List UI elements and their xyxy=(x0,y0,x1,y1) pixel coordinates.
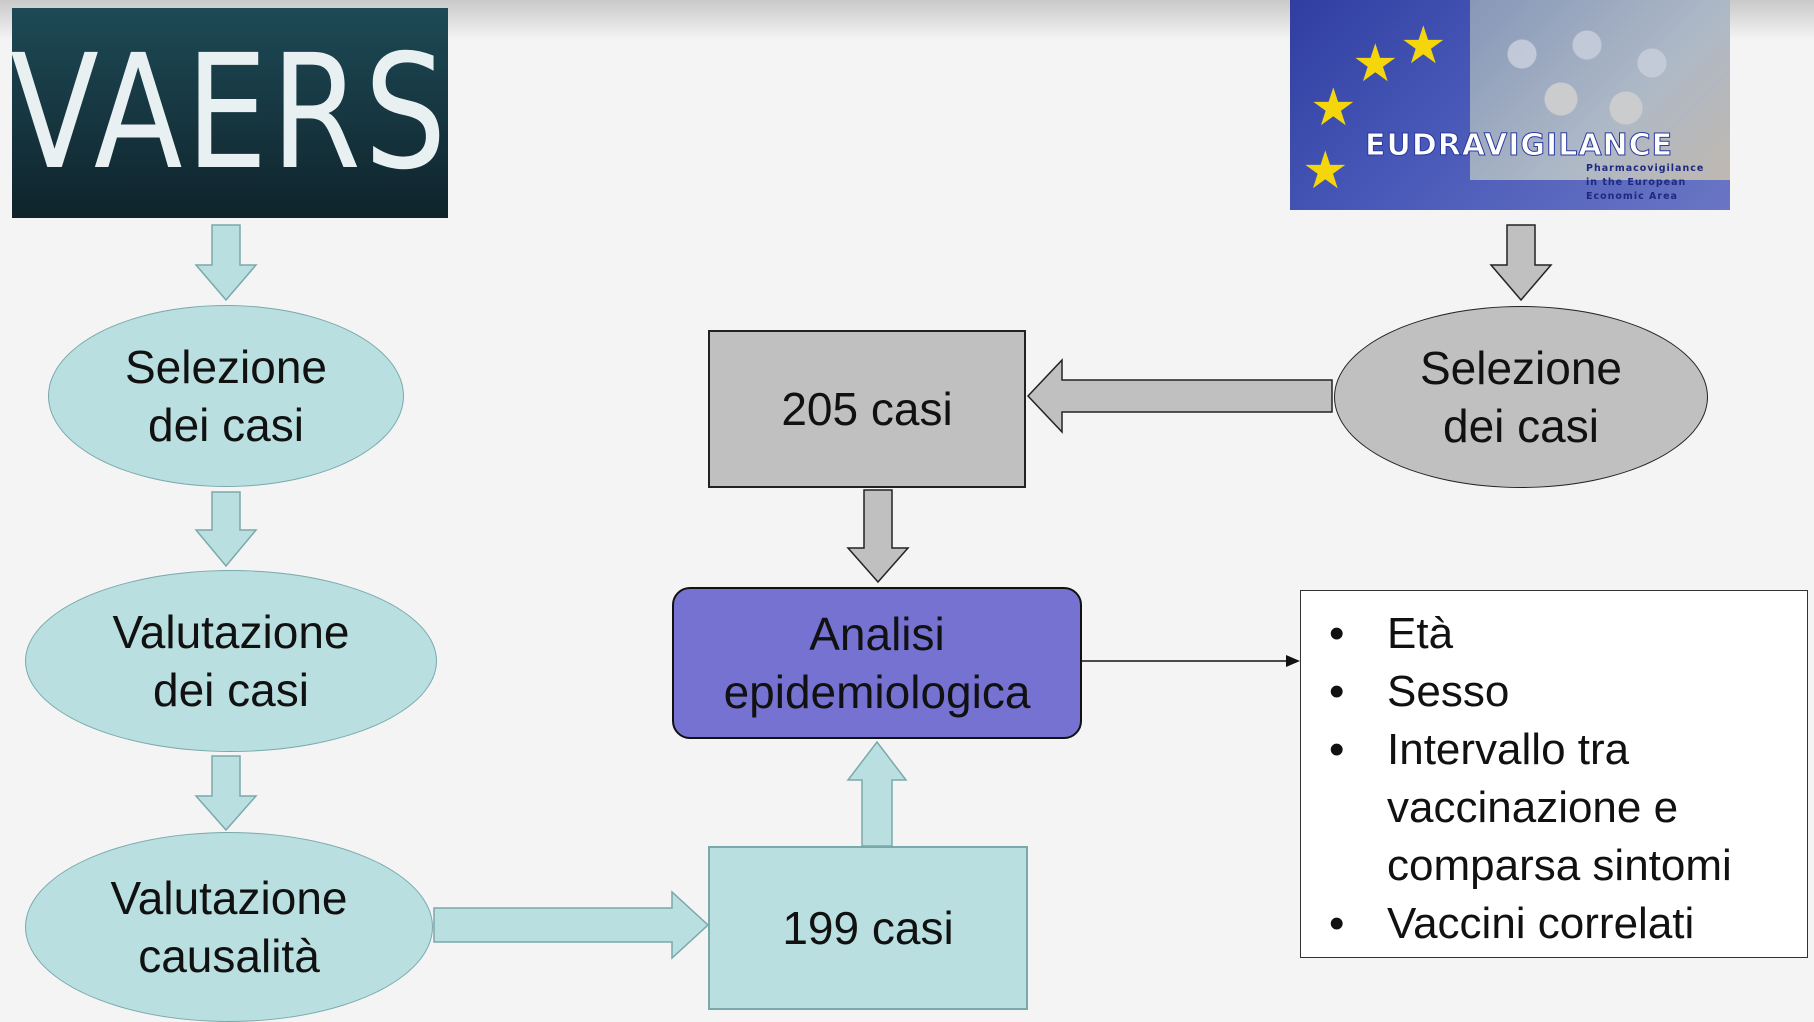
arrow-right-causality-to-199 xyxy=(433,890,710,960)
node-analysis: Analisi epidemiologica xyxy=(672,587,1082,739)
arrow-down-205-to-analysis xyxy=(846,489,910,584)
arrow-down-selection-to-evaluation xyxy=(194,491,258,568)
node-199-cases: 199 casi xyxy=(708,846,1028,1010)
pills-image xyxy=(1470,0,1730,180)
connector-arrowhead xyxy=(1286,655,1300,667)
node-vaers-evaluation: Valutazione dei casi xyxy=(25,570,437,752)
node-label: Analisi epidemiologica xyxy=(723,608,1031,718)
eu-star-icon: ★ xyxy=(1302,142,1349,200)
node-label: Selezione dei casi xyxy=(1419,342,1623,452)
arrow-down-evaluation-to-causality xyxy=(194,755,258,832)
arrow-up-199-to-analysis xyxy=(846,740,908,847)
node-vaers-selection: Selezione dei casi xyxy=(48,305,404,487)
list-item: Intervallo tra vaccinazione e comparsa s… xyxy=(1319,721,1807,895)
node-205-cases: 205 casi xyxy=(708,330,1026,488)
arrow-down-vaers-to-selection xyxy=(194,224,258,302)
eudravigilance-logo: ★ ★ ★ ★ EUDRAVIGILANCE Pharmacovigilance… xyxy=(1290,0,1730,210)
vaers-logo-text: VAERS xyxy=(10,21,450,205)
list-item: Età xyxy=(1319,605,1807,663)
arrow-left-selection-to-205 xyxy=(1026,358,1333,434)
list-item: Sesso xyxy=(1319,663,1807,721)
node-label: 205 casi xyxy=(781,383,953,435)
node-eudra-selection: Selezione dei casi xyxy=(1334,306,1708,488)
node-label: Selezione dei casi xyxy=(124,341,328,451)
arrow-down-eudra-to-selection xyxy=(1489,224,1553,302)
analysis-parameters-list: Età Sesso Intervallo tra vaccinazione e … xyxy=(1319,605,1807,953)
list-item: Vaccini correlati xyxy=(1319,895,1807,953)
eu-star-icon: ★ xyxy=(1352,35,1399,93)
eudravigilance-brand-text: EUDRAVIGILANCE xyxy=(1364,128,1674,164)
node-vaers-causality: Valutazione causalità xyxy=(25,832,433,1022)
vaers-logo: VAERS xyxy=(10,8,450,218)
eudravigilance-subtitle: Pharmacovigilance in the European Econom… xyxy=(1586,163,1705,202)
eu-star-icon: ★ xyxy=(1310,79,1357,137)
analysis-parameters-box: Età Sesso Intervallo tra vaccinazione e … xyxy=(1300,590,1808,958)
eu-star-icon: ★ xyxy=(1400,17,1447,75)
node-label: 199 casi xyxy=(782,902,954,954)
node-label: Valutazione causalità xyxy=(110,872,348,982)
node-label: Valutazione dei casi xyxy=(112,606,350,716)
